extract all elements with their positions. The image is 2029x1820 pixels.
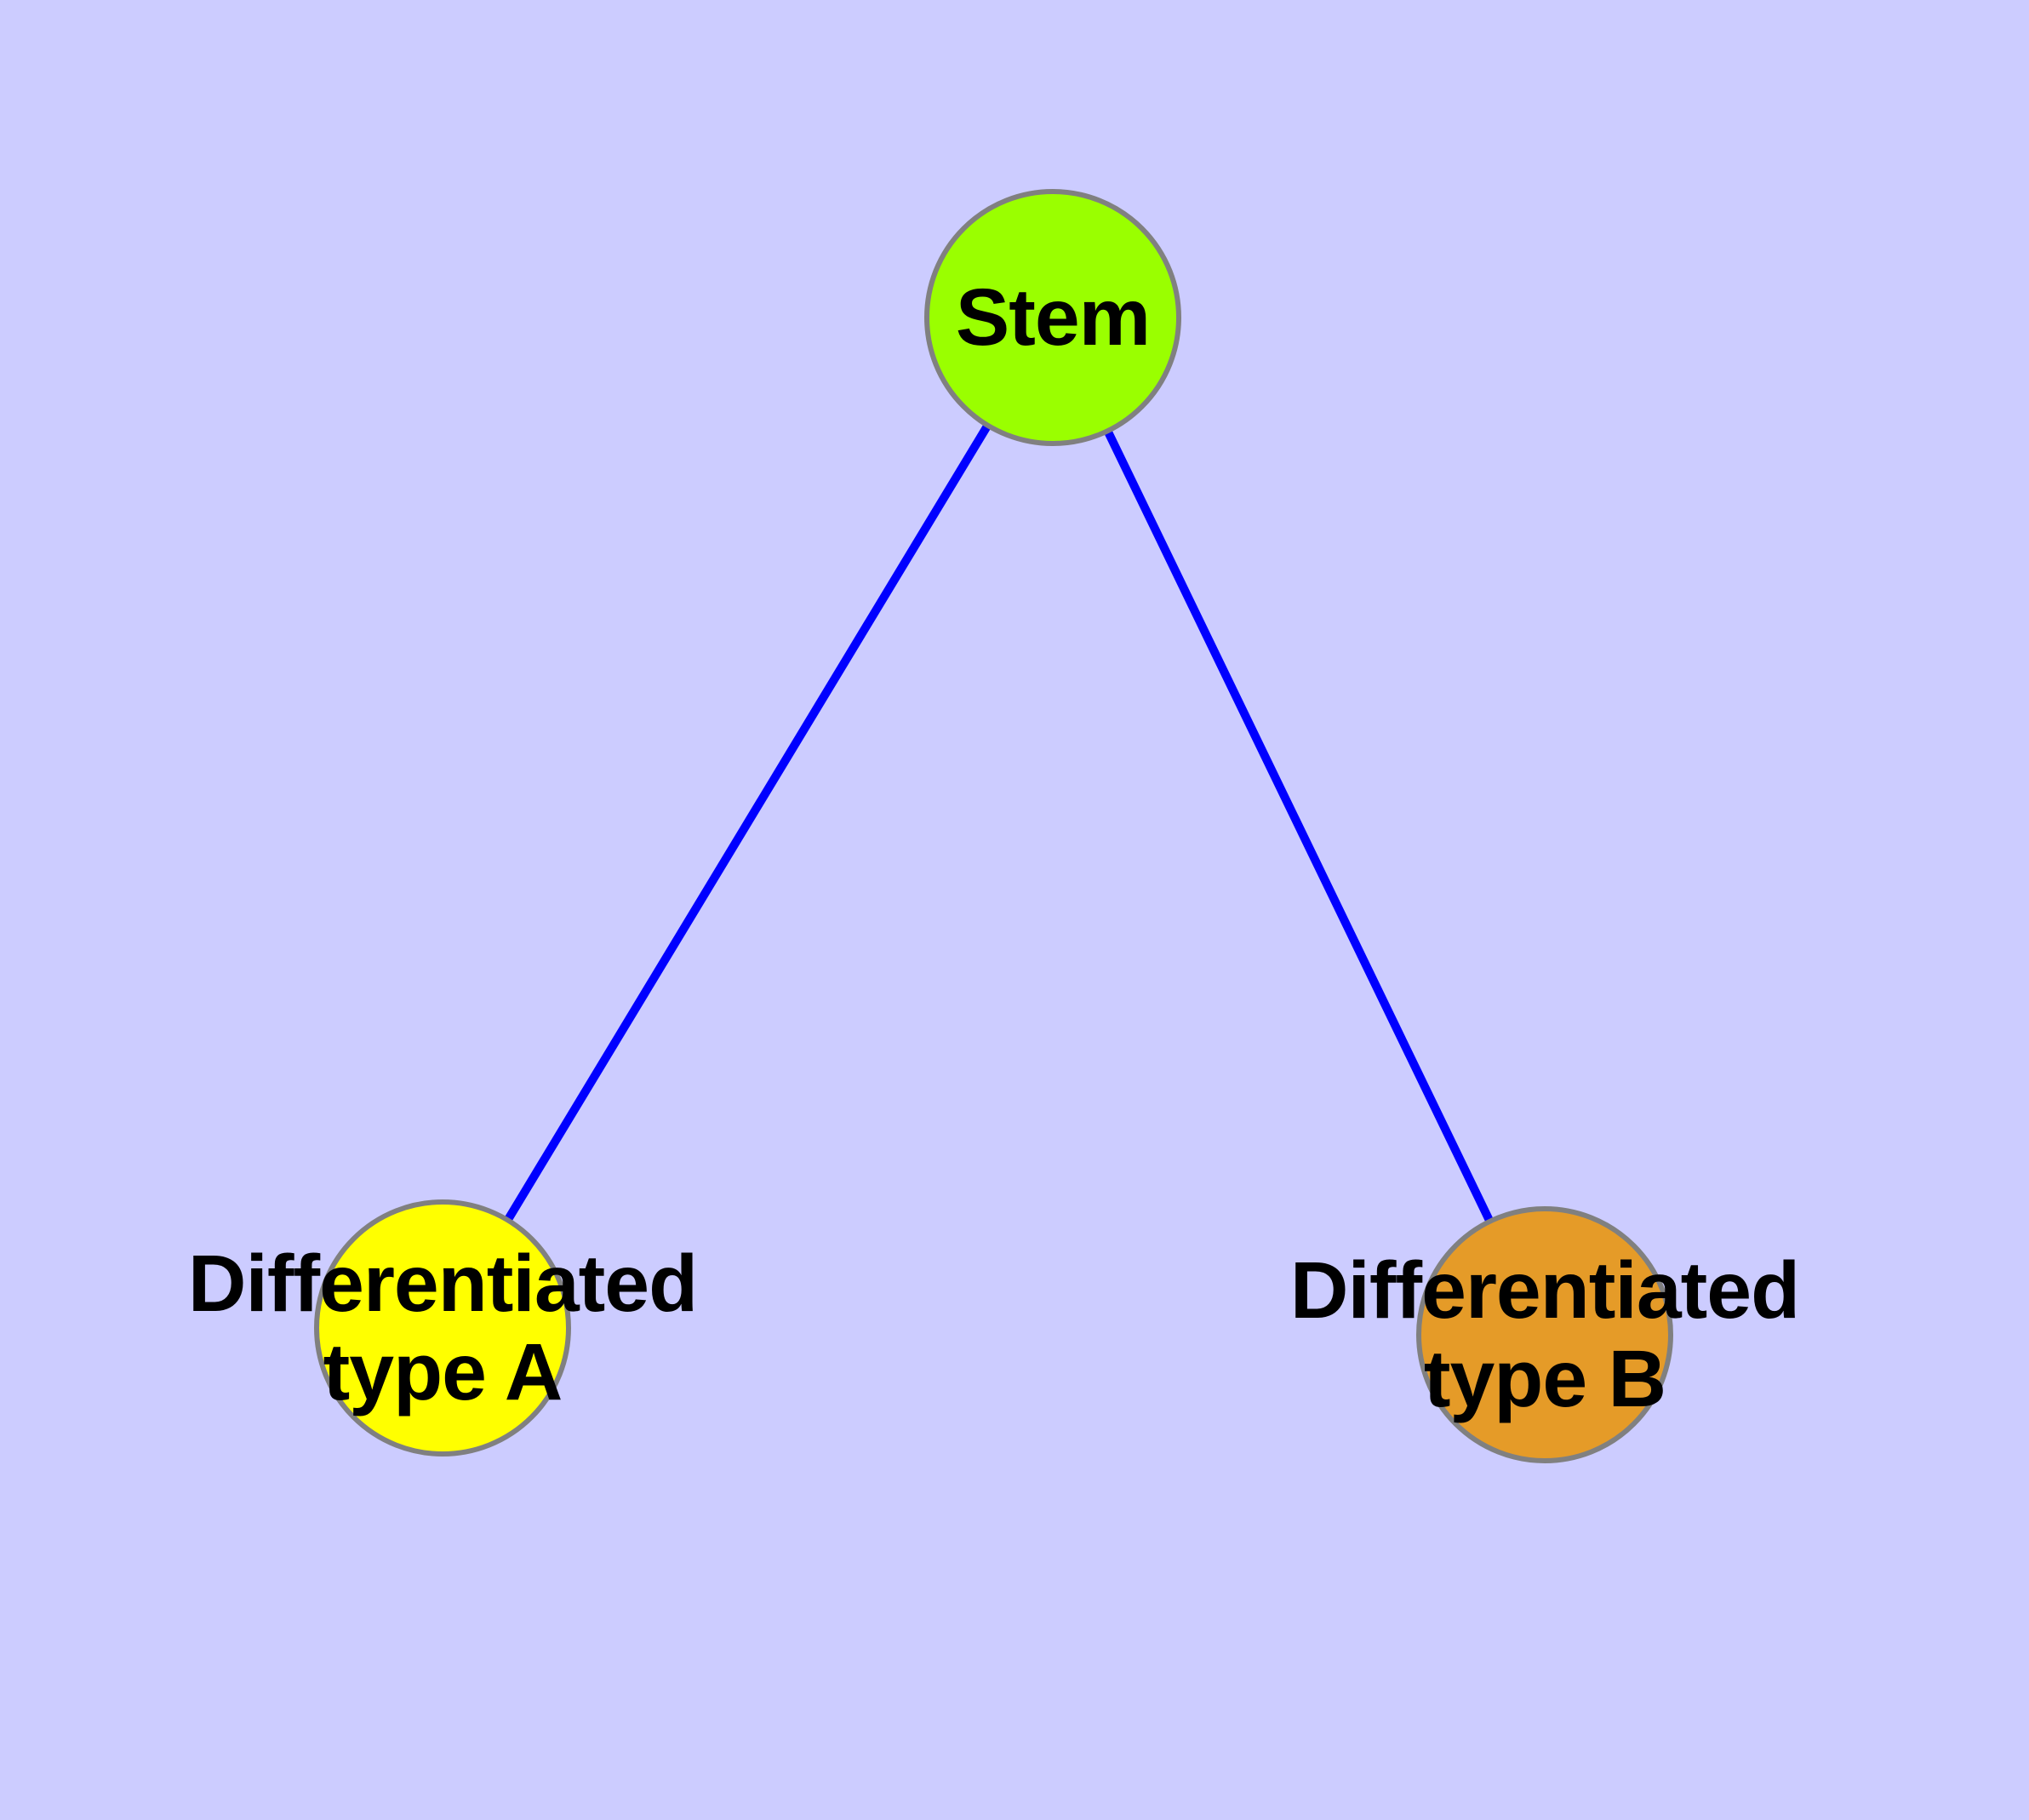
edge-stem-to-differentiated-type-b: [1103, 429, 1495, 1223]
edge-layer: [504, 423, 1495, 1223]
node-layer: [314, 189, 1673, 1463]
edge-stem-to-differentiated-type-a: [504, 423, 992, 1222]
node-stem[interactable]: [924, 189, 1181, 446]
node-differentiated-type-b[interactable]: [1416, 1206, 1673, 1463]
node-differentiated-type-a[interactable]: [314, 1199, 571, 1457]
